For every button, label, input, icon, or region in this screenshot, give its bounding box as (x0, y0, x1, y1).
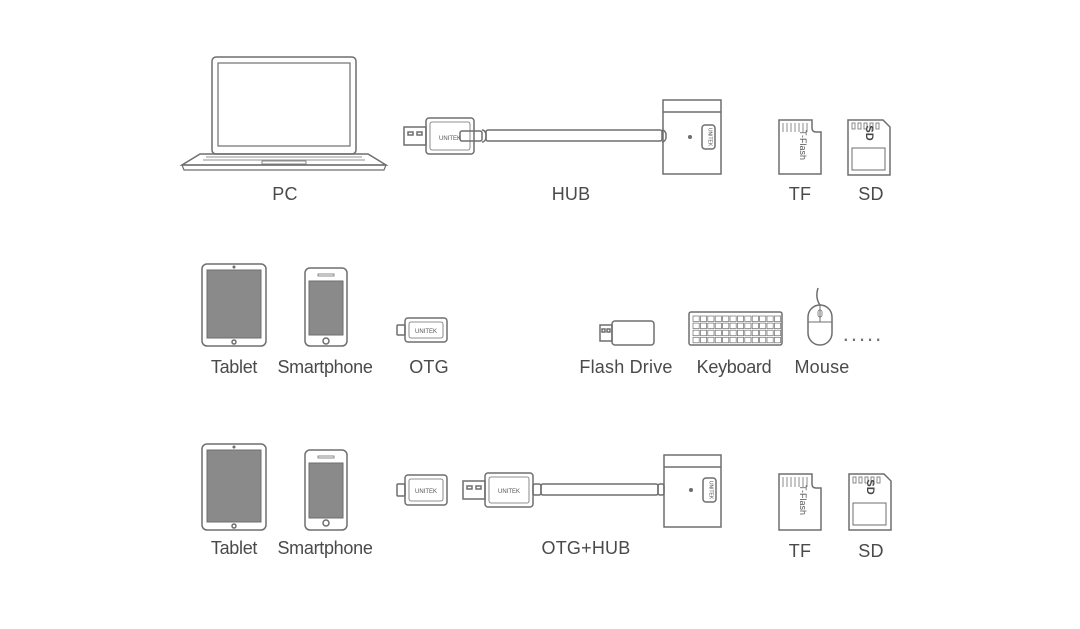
tf-card-icon: T-Flash (778, 473, 822, 531)
label-smartphone: Smartphone (277, 538, 373, 558)
keyboard-key (714, 329, 722, 337)
smartphone-icon (304, 449, 348, 531)
keyboard-key (714, 322, 722, 329)
keyboard-key (729, 315, 737, 322)
keyboard-key (707, 336, 715, 344)
smartphone-icon (304, 267, 348, 347)
keyboard-key (722, 322, 730, 329)
keyboard-key (707, 315, 715, 322)
keyboard-key (759, 329, 767, 337)
brand-text: UNITEK (415, 329, 437, 335)
keyboard-key (700, 336, 707, 344)
brand-text: UNITEK (498, 489, 520, 495)
brand-text: UNITEK (707, 128, 713, 147)
keyboard-key (722, 336, 730, 344)
keyboard-key (744, 322, 752, 329)
keyboard-key (714, 336, 722, 344)
label-tf: TF (788, 184, 812, 204)
label-otg-hub: OTG+HUB (541, 538, 631, 558)
keyboard-key (707, 329, 715, 337)
label-pc: PC (272, 184, 298, 204)
keyboard-key (692, 322, 700, 329)
keyboard-key (729, 336, 737, 344)
keyboard-key (744, 336, 752, 344)
keyboard-icon (688, 311, 783, 346)
tablet-icon (201, 263, 267, 347)
sd-card-icon: SD (847, 119, 891, 176)
keyboard-key (751, 329, 759, 337)
label-otg: OTG (409, 357, 449, 377)
label-tablet: Tablet (210, 357, 258, 377)
label-tf: TF (788, 541, 812, 561)
keyboard-key (751, 322, 759, 329)
keyboard-key (722, 315, 730, 322)
tf-card-text: T-Flash (798, 485, 808, 515)
sd-card-icon: SD (848, 473, 892, 531)
label-hub: HUB (551, 184, 591, 204)
keyboard-key (729, 322, 737, 329)
keyboard-key (692, 336, 700, 344)
laptop-icon (179, 56, 389, 171)
keyboard-key (744, 329, 752, 337)
keyboard-key (692, 315, 700, 322)
tf-card-text: T-Flash (798, 130, 808, 160)
sd-card-text: SD (863, 125, 875, 140)
keyboard-key (774, 315, 781, 322)
keyboard-key (744, 315, 752, 322)
keyboard-key (737, 329, 744, 337)
label-keyboard: Keyboard (696, 357, 772, 377)
label-tablet: Tablet (210, 538, 258, 558)
keyboard-key (737, 336, 744, 344)
label-sd: SD (858, 541, 884, 561)
keyboard-key (759, 336, 767, 344)
mouse-icon (807, 287, 833, 346)
keyboard-key (766, 315, 774, 322)
label-smartphone: Smartphone (277, 357, 373, 377)
keyboard-key (774, 329, 781, 337)
otg-adapter-icon: UNITEK (396, 317, 448, 343)
more-devices-ellipsis: ..... (843, 321, 884, 346)
keyboard-key (729, 329, 737, 337)
keyboard-key (692, 329, 700, 337)
usb-hub-icon: UNITEK UNITEK (403, 99, 722, 175)
tf-card-icon: T-Flash (778, 119, 822, 175)
keyboard-key (774, 322, 781, 329)
keyboard-key (700, 329, 707, 337)
otg-hub-icon: UNITEK UNITEK UNITEK (396, 454, 722, 528)
keyboard-key (737, 322, 744, 329)
keyboard-key (766, 322, 774, 329)
label-mouse: Mouse (794, 357, 850, 377)
keyboard-key (766, 336, 774, 344)
keyboard-key (722, 329, 730, 337)
keyboard-key (774, 336, 781, 344)
tablet-icon (201, 443, 267, 531)
sd-card-text: SD (864, 479, 876, 494)
keyboard-key (737, 315, 744, 322)
label-sd: SD (858, 184, 884, 204)
brand-text: UNITEK (439, 136, 461, 142)
keyboard-key (759, 322, 767, 329)
keyboard-key (751, 315, 759, 322)
brand-text: UNITEK (415, 489, 437, 495)
keyboard-key (766, 329, 774, 337)
keyboard-key (759, 315, 767, 322)
keyboard-key (707, 322, 715, 329)
keyboard-key (751, 336, 759, 344)
label-flash-drive: Flash Drive (579, 357, 673, 377)
keyboard-key (700, 322, 707, 329)
keyboard-key (714, 315, 722, 322)
keyboard-key (700, 315, 707, 322)
brand-text: UNITEK (708, 481, 714, 500)
flash-drive-icon (599, 320, 655, 346)
